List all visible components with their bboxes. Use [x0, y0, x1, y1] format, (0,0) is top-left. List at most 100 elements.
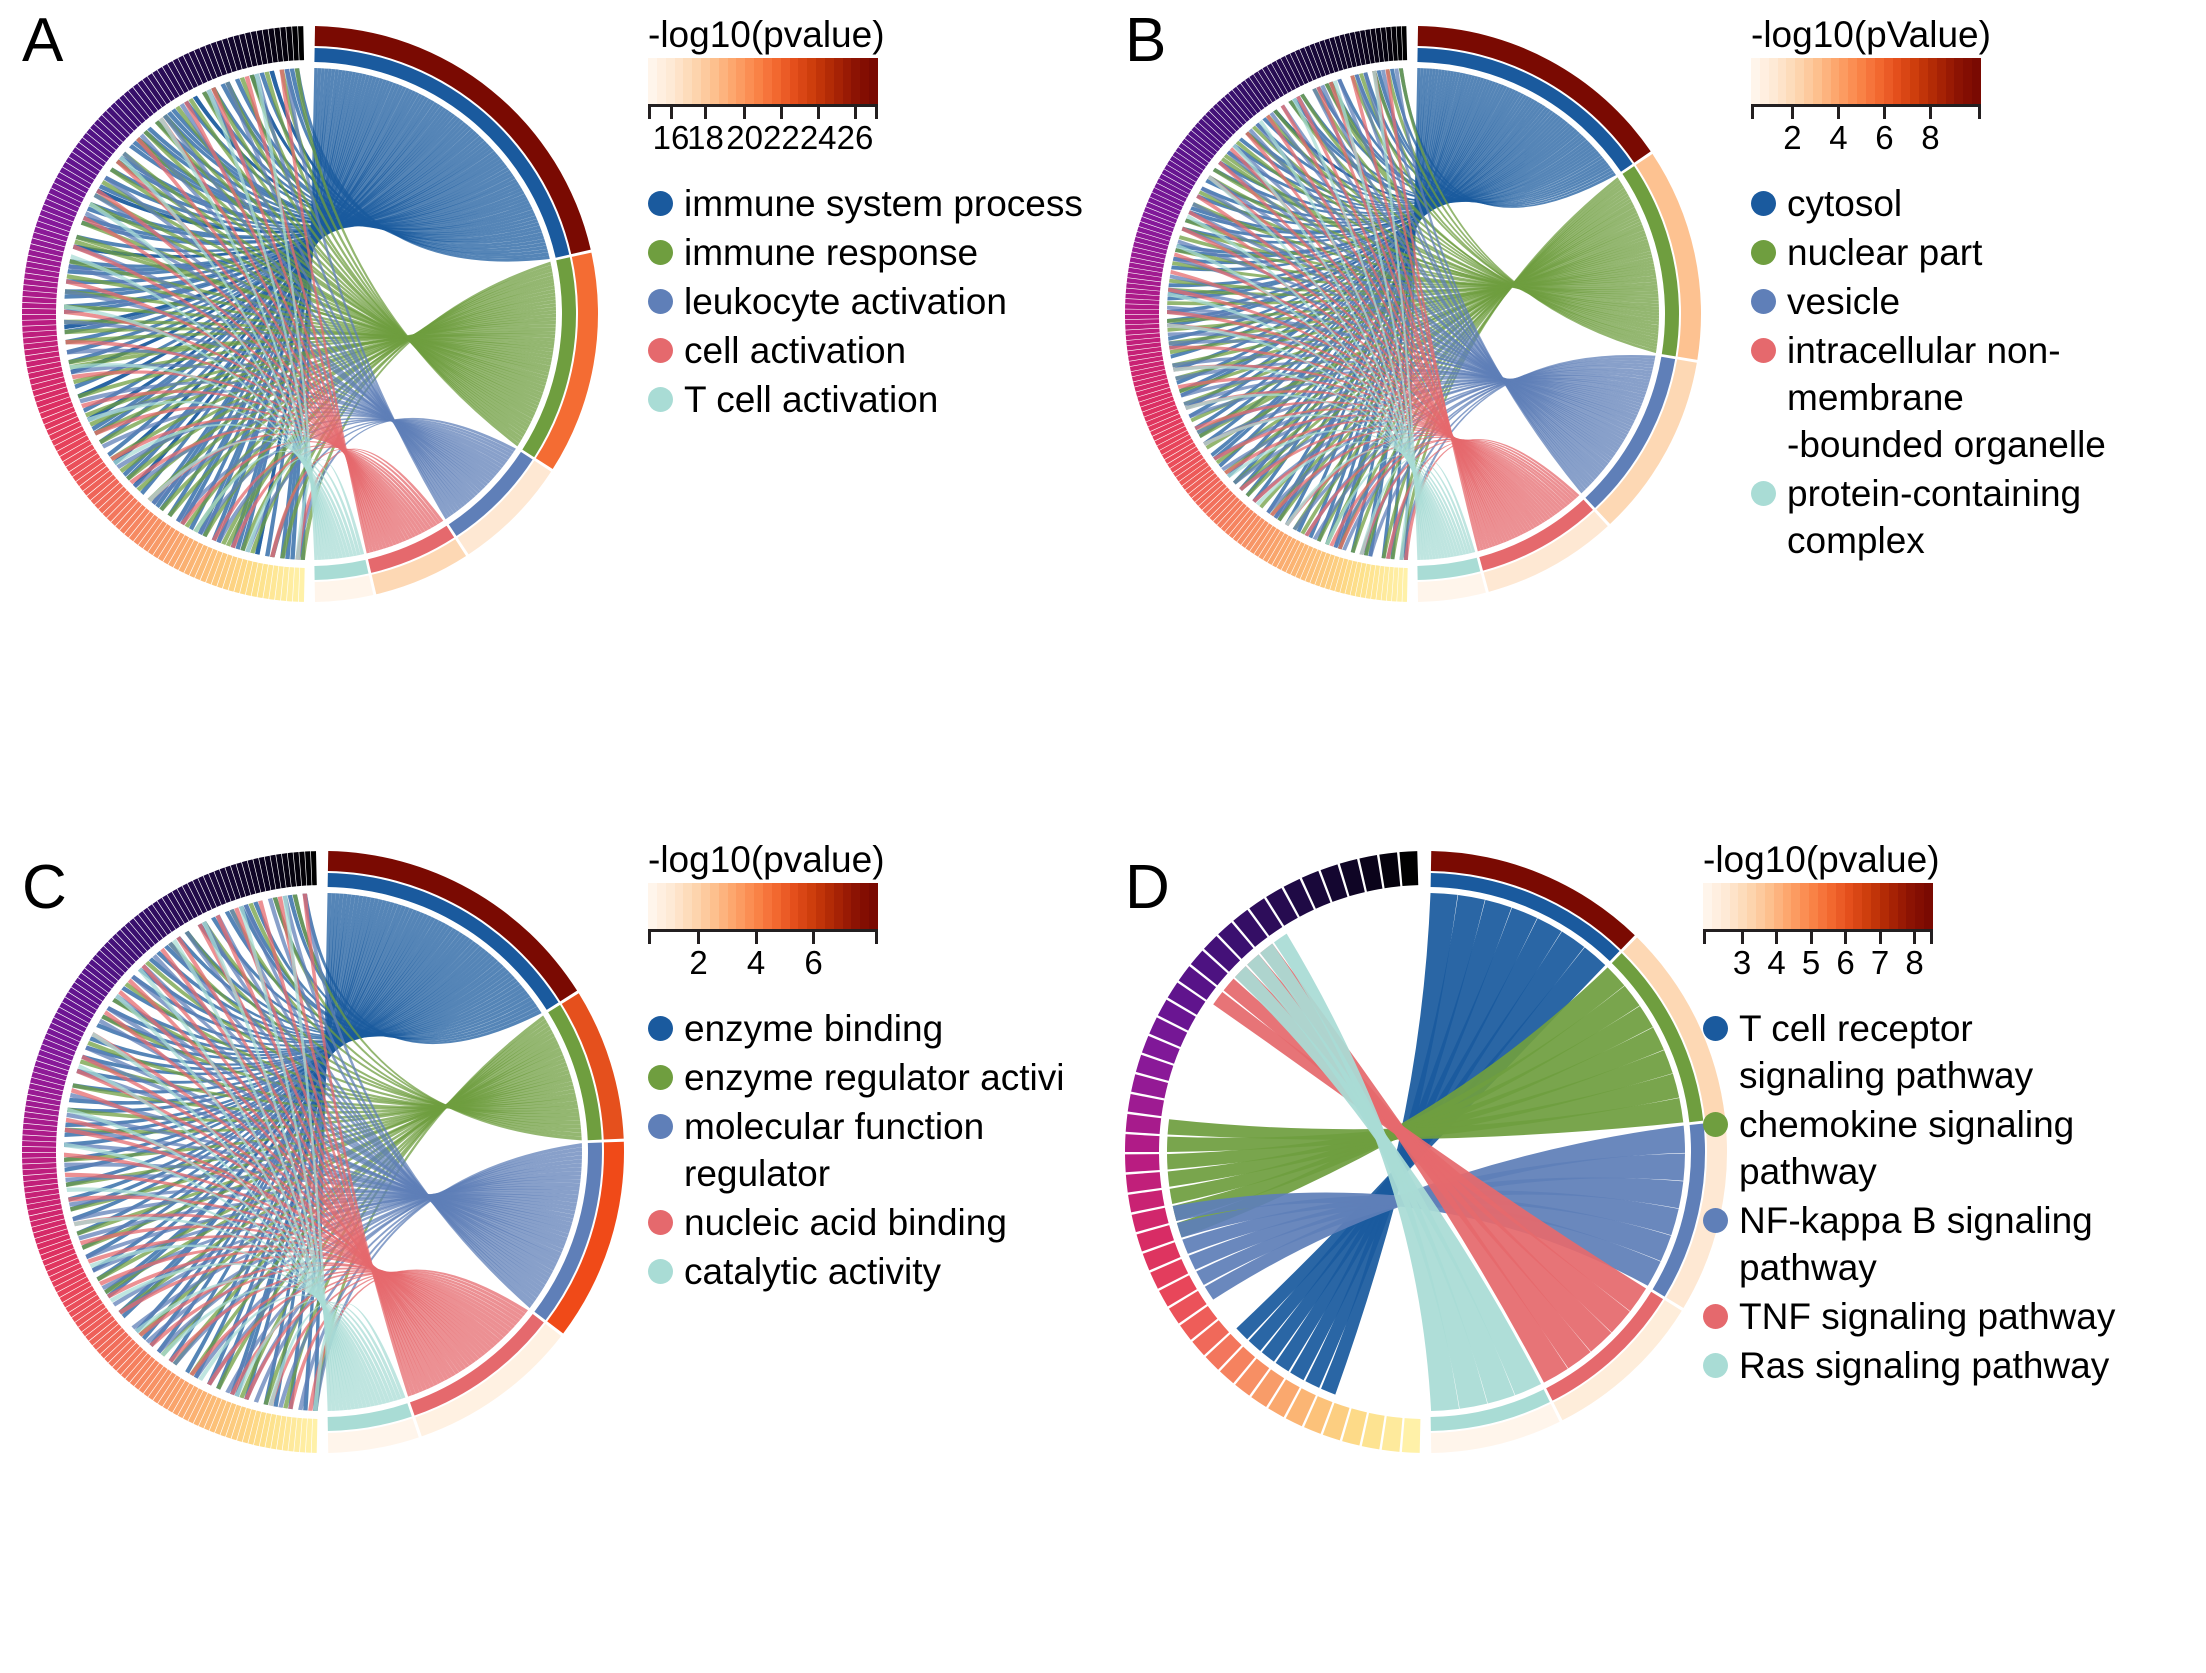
gene-segment[interactable]	[276, 1415, 287, 1451]
chord-ribbon[interactable]	[1172, 985, 1640, 1221]
gene-segment[interactable]	[22, 1173, 58, 1182]
gene-segment[interactable]	[1340, 559, 1353, 594]
gene-segment[interactable]	[294, 1417, 302, 1453]
gene-segment[interactable]	[94, 482, 124, 510]
gene-segment[interactable]	[1126, 342, 1162, 351]
gene-segment[interactable]	[168, 535, 190, 568]
gene-segment[interactable]	[222, 556, 238, 591]
chord-ribbon[interactable]	[1168, 266, 1655, 297]
gene-segment[interactable]	[143, 1366, 168, 1397]
gene-segment[interactable]	[48, 421, 82, 441]
chord-ribbon[interactable]	[1381, 68, 1427, 559]
gene-segment[interactable]	[30, 1214, 65, 1228]
gene-segment[interactable]	[172, 58, 194, 91]
chord-ribbon[interactable]	[288, 893, 340, 1410]
term-arc[interactable]	[1417, 557, 1481, 580]
term-arc[interactable]	[1479, 499, 1593, 571]
gene-segment[interactable]	[250, 31, 263, 66]
gene-segment[interactable]	[28, 366, 63, 379]
chord-ribbon[interactable]	[1350, 75, 1487, 550]
gene-segment[interactable]	[1350, 561, 1362, 597]
gene-segment[interactable]	[194, 546, 213, 581]
gene-segment[interactable]	[1322, 1402, 1350, 1441]
gene-segment[interactable]	[276, 853, 286, 889]
gene-segment[interactable]	[1164, 442, 1197, 464]
chord-ribbon[interactable]	[1172, 354, 1635, 424]
gene-segment[interactable]	[1125, 309, 1160, 314]
gene-segment[interactable]	[177, 886, 198, 919]
gene-segment[interactable]	[1240, 80, 1265, 111]
gene-segment[interactable]	[25, 261, 61, 273]
gene-segment[interactable]	[204, 1397, 222, 1431]
gene-segment[interactable]	[29, 371, 64, 385]
gene-segment[interactable]	[129, 1356, 156, 1387]
gene-segment[interactable]	[1220, 96, 1247, 126]
gene-segment[interactable]	[1310, 551, 1327, 585]
gene-segment[interactable]	[24, 346, 59, 356]
gene-segment[interactable]	[1157, 430, 1190, 451]
gene-segment[interactable]	[142, 76, 167, 108]
gene-segment[interactable]	[31, 1072, 66, 1086]
gene-segment[interactable]	[39, 401, 74, 419]
gene-segment[interactable]	[138, 1363, 164, 1394]
gene-segment[interactable]	[275, 566, 284, 601]
gene-segment[interactable]	[41, 204, 76, 222]
gene-segment[interactable]	[1258, 528, 1281, 560]
gene-segment[interactable]	[1188, 473, 1218, 498]
chord-ribbon[interactable]	[229, 1271, 518, 1396]
gene-segment[interactable]	[157, 897, 180, 930]
chord-ribbon[interactable]	[263, 893, 348, 1406]
gene-segment[interactable]	[1125, 298, 1160, 305]
chord-ribbon[interactable]	[1316, 86, 1493, 548]
gene-segment[interactable]	[183, 1388, 203, 1421]
chord-ribbon[interactable]	[240, 69, 343, 552]
gene-segment[interactable]	[1147, 197, 1181, 215]
gene-segment[interactable]	[236, 862, 251, 897]
gene-segment[interactable]	[1132, 369, 1167, 382]
gene-segment[interactable]	[54, 1272, 87, 1293]
chord-ribbon[interactable]	[1399, 459, 1476, 560]
gene-segment[interactable]	[1195, 480, 1224, 506]
gene-segment[interactable]	[1254, 525, 1277, 557]
legend-item[interactable]: chemokine signaling pathway	[1703, 1101, 2206, 1195]
gene-segment[interactable]	[1300, 547, 1318, 581]
gene-segment[interactable]	[198, 1395, 217, 1429]
gene-segment[interactable]	[65, 992, 97, 1015]
gene-segment[interactable]	[162, 1378, 185, 1410]
gene-segment[interactable]	[1380, 27, 1389, 62]
gene-segment[interactable]	[1142, 400, 1176, 417]
gene-segment[interactable]	[231, 1406, 247, 1441]
gene-segment[interactable]	[216, 39, 232, 74]
gene-segment[interactable]	[188, 50, 208, 84]
chord-ribbon[interactable]	[290, 68, 322, 560]
chord-ribbon[interactable]	[225, 1163, 582, 1394]
gene-segment[interactable]	[268, 28, 278, 63]
legend-item[interactable]: nucleic acid binding	[648, 1199, 1064, 1246]
gene-segment[interactable]	[78, 1307, 109, 1332]
chord-ribbon[interactable]	[75, 145, 492, 253]
gene-segment[interactable]	[40, 1044, 74, 1061]
gene-segment[interactable]	[43, 198, 78, 217]
gene-segment[interactable]	[22, 325, 57, 332]
gene-segment[interactable]	[1267, 63, 1288, 96]
gene-segment[interactable]	[253, 1411, 267, 1447]
gene-segment[interactable]	[293, 851, 302, 887]
gene-segment[interactable]	[271, 1414, 282, 1450]
gene-segment[interactable]	[239, 560, 253, 595]
gene-segment[interactable]	[32, 382, 67, 397]
chord-ribbon[interactable]	[149, 1264, 507, 1347]
gene-segment[interactable]	[281, 853, 292, 888]
gene-segment[interactable]	[280, 566, 289, 602]
gene-segment[interactable]	[182, 883, 203, 916]
gene-segment[interactable]	[1126, 283, 1161, 291]
chord-ribbon[interactable]	[1260, 943, 1488, 1409]
gene-segment[interactable]	[1170, 450, 1202, 473]
gene-segment[interactable]	[1359, 855, 1383, 892]
gene-segment[interactable]	[1154, 183, 1187, 203]
gene-segment[interactable]	[22, 1129, 57, 1137]
gene-segment[interactable]	[28, 1083, 64, 1096]
chord-ribbon[interactable]	[282, 895, 332, 1411]
gene-segment[interactable]	[1330, 557, 1344, 592]
gene-segment[interactable]	[1145, 202, 1179, 220]
gene-segment[interactable]	[119, 94, 146, 124]
